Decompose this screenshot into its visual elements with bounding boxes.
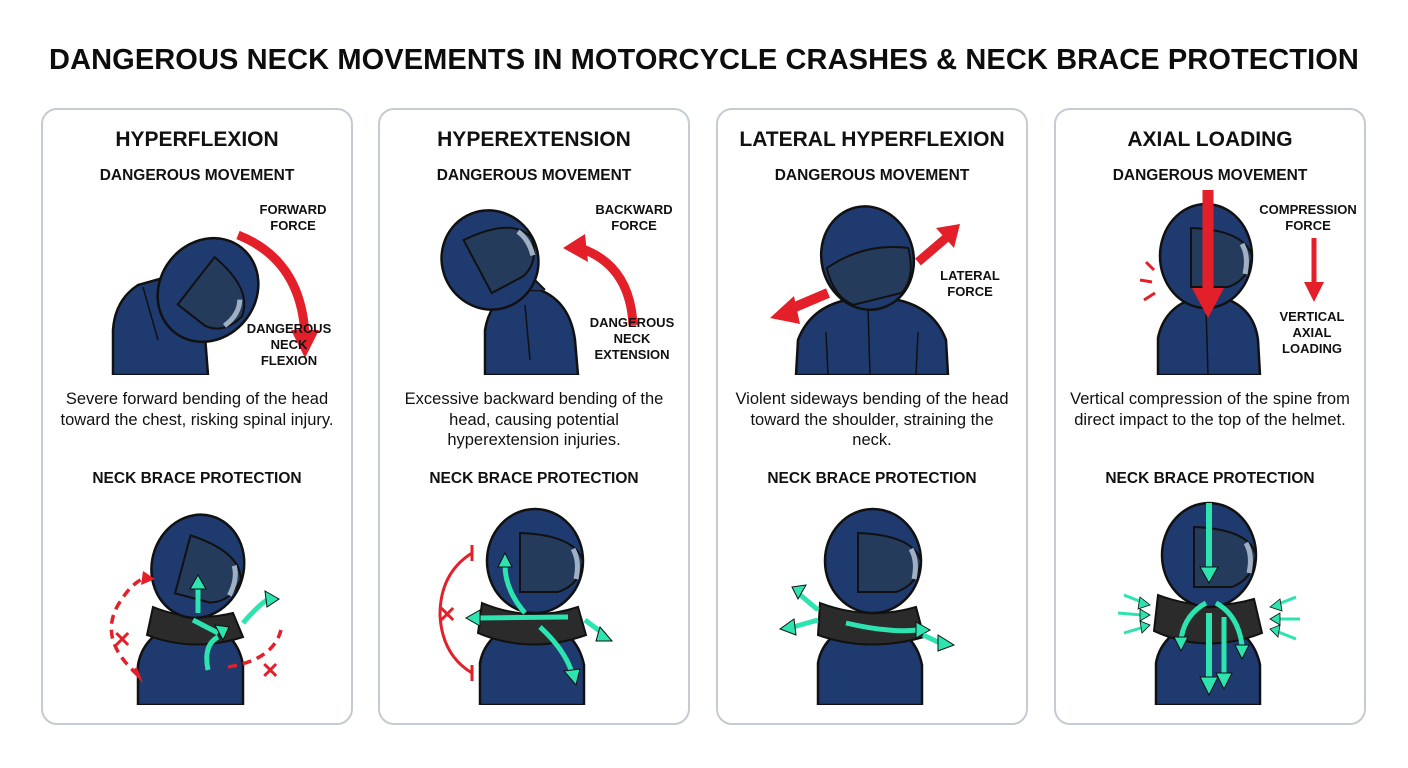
svg-text:FORCE: FORCE <box>611 218 657 233</box>
svg-text:EXTENSION: EXTENSION <box>594 347 669 362</box>
section-neck-brace-protection: NECK BRACE PROTECTION <box>429 470 639 487</box>
forward-force-arrow <box>236 230 310 336</box>
helmet-icon <box>823 507 923 615</box>
helmet-icon <box>440 209 540 311</box>
svg-text:FORCE: FORCE <box>1285 218 1331 233</box>
force-label: FORWARD <box>260 202 327 217</box>
helmet-icon <box>156 236 260 344</box>
blocked-x-icon: ✕ <box>261 658 279 683</box>
description: Violent sideways bending of the head tow… <box>735 390 1009 449</box>
blocked-x-icon: ✕ <box>113 627 131 652</box>
panel-hyperflexion: HYPERFLEXION DANGEROUS MOVEMENT FORWARD … <box>41 108 353 725</box>
effect-label: DANGEROUS <box>590 315 675 330</box>
hyperextension-brace-illustration: ✕ <box>438 507 614 705</box>
description: Excessive backward bending of the head, … <box>404 390 664 449</box>
svg-text:FORCE: FORCE <box>947 284 993 299</box>
force-label: BACKWARD <box>595 202 672 217</box>
svg-text:AXIAL: AXIAL <box>1293 325 1332 340</box>
section-dangerous-movement: DANGEROUS MOVEMENT <box>99 167 295 184</box>
axial-loading-brace-illustration <box>1117 501 1300 705</box>
section-neck-brace-protection: NECK BRACE PROTECTION <box>92 470 302 487</box>
description: Severe forward bending of the head towar… <box>60 390 334 429</box>
section-dangerous-movement: DANGEROUS MOVEMENT <box>436 167 632 184</box>
panel-title: HYPERFLEXION <box>115 128 279 151</box>
svg-text:FORCE: FORCE <box>270 218 316 233</box>
section-neck-brace-protection: NECK BRACE PROTECTION <box>767 470 977 487</box>
lateral-hyperflexion-danger-illustration: LATERAL FORCE <box>770 205 1000 375</box>
section-neck-brace-protection: NECK BRACE PROTECTION <box>1105 470 1315 487</box>
helmet-icon <box>819 205 916 311</box>
rider-torso <box>483 288 580 375</box>
hyperflexion-brace-illustration: ✕ ✕ <box>109 513 283 705</box>
force-label: LATERAL <box>940 268 1000 283</box>
side-arrows-right <box>1269 595 1300 641</box>
panel-lateral-hyperflexion: LATERAL HYPERFLEXION DANGEROUS MOVEMENT … <box>716 108 1028 725</box>
lateral-hyperflexion-brace-illustration <box>778 507 956 705</box>
svg-text:NECK: NECK <box>614 331 651 346</box>
effect-label: VERTICAL <box>1280 309 1345 324</box>
svg-text:NECK: NECK <box>271 337 308 352</box>
svg-text:FLEXION: FLEXION <box>261 353 317 368</box>
hyperflexion-danger-illustration: FORWARD FORCE DANGEROUS NECK FLEXION <box>111 202 332 375</box>
section-dangerous-movement: DANGEROUS MOVEMENT <box>774 167 970 184</box>
side-arrows-left <box>1117 593 1151 635</box>
panel-hyperextension: HYPEREXTENSION DANGEROUS MOVEMENT BACKWA… <box>378 108 690 725</box>
axial-loading-danger-illustration: COMPRESSION FORCE VERTICAL AXIAL LOADING <box>1139 190 1357 375</box>
rider-torso <box>794 298 950 375</box>
lateral-force-arrow <box>915 234 949 266</box>
blocked-x-icon: ✕ <box>438 602 456 627</box>
panel-title: AXIAL LOADING <box>1127 128 1293 151</box>
panel-axial-loading: AXIAL LOADING DANGEROUS MOVEMENT COMPRES… <box>1054 108 1366 725</box>
panel-title: HYPEREXTENSION <box>437 128 631 151</box>
description: Vertical compression of the spine from d… <box>1070 390 1350 429</box>
effect-label: DANGEROUS <box>247 321 332 336</box>
main-title: DANGEROUS NECK MOVEMENTS IN MOTORCYCLE C… <box>49 44 1359 76</box>
force-label: COMPRESSION <box>1259 202 1357 217</box>
section-dangerous-movement: DANGEROUS MOVEMENT <box>1112 167 1308 184</box>
panel-title: LATERAL HYPERFLEXION <box>739 128 1005 151</box>
svg-text:LOADING: LOADING <box>1282 341 1342 356</box>
neck-brace <box>476 601 588 646</box>
hyperextension-danger-illustration: BACKWARD FORCE DANGEROUS NECK EXTENSION <box>440 202 675 375</box>
backward-force-arrow <box>578 243 638 326</box>
